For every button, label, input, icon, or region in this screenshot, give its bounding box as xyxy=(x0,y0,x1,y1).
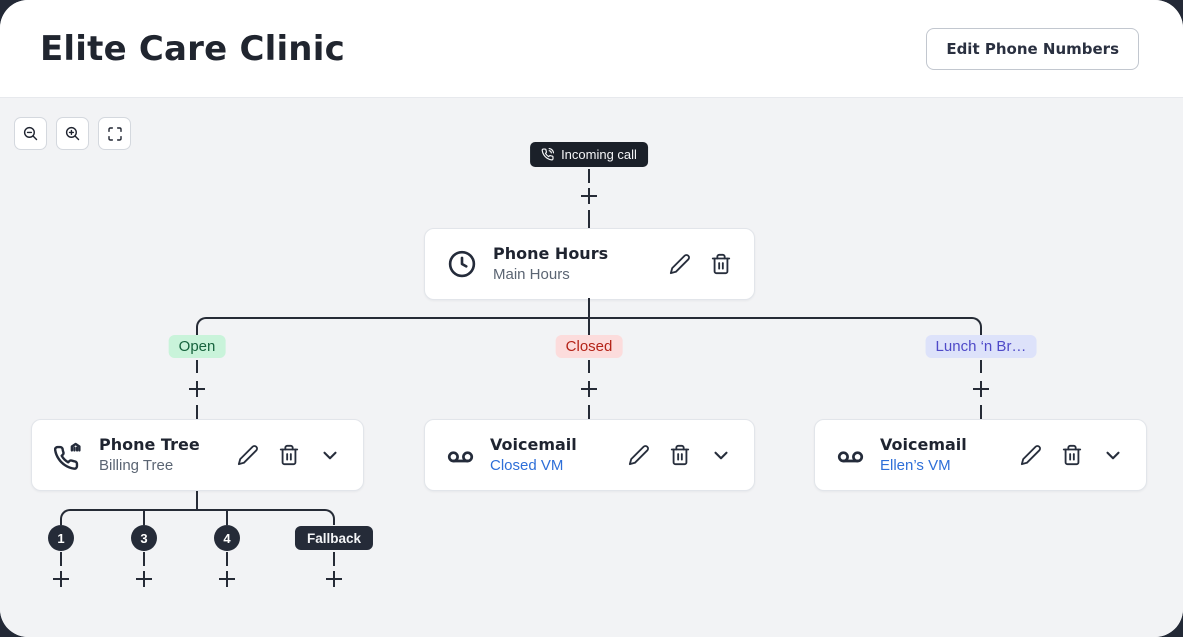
node-title: Phone Tree xyxy=(99,434,200,454)
zoom-out-icon xyxy=(22,125,39,142)
tree-option-1[interactable]: 1 xyxy=(48,525,74,551)
trash-icon[interactable] xyxy=(1061,444,1083,466)
add-node-button[interactable] xyxy=(579,186,599,206)
phone-call-icon xyxy=(541,148,555,161)
voicemail-icon xyxy=(837,442,864,469)
edit-pencil-icon[interactable] xyxy=(237,444,259,466)
connector-line xyxy=(143,511,145,525)
add-node-button[interactable] xyxy=(187,379,207,399)
connector-line xyxy=(588,360,590,373)
voicemail-icon xyxy=(447,442,474,469)
node-subtitle: Closed VM xyxy=(490,456,564,474)
connector-line xyxy=(196,491,198,509)
tree-option-fallback[interactable]: Fallback xyxy=(294,526,374,550)
connector-line xyxy=(588,298,590,317)
add-node-button[interactable] xyxy=(971,379,991,399)
phone-tree-node[interactable]: Phone Tree Billing Tree xyxy=(31,419,364,491)
trash-icon[interactable] xyxy=(710,253,732,275)
voicemail-ellen-node[interactable]: Voicemail Ellen’s VM xyxy=(814,419,1147,491)
page-header: Elite Care Clinic Edit Phone Numbers xyxy=(0,0,1183,98)
edit-pencil-icon[interactable] xyxy=(669,253,691,275)
tree-option-4[interactable]: 4 xyxy=(214,525,240,551)
voicemail-closed-node[interactable]: Voicemail Closed VM xyxy=(424,419,755,491)
connector-line xyxy=(980,405,982,419)
node-subtitle: Ellen’s VM xyxy=(880,456,951,474)
connector-line xyxy=(588,405,590,419)
branch-badge-closed: Closed xyxy=(555,335,623,358)
add-node-button[interactable] xyxy=(51,569,71,589)
connector-line xyxy=(333,552,335,566)
connector-line xyxy=(196,405,198,419)
fit-view-icon xyxy=(107,126,123,142)
incoming-call-node[interactable]: Incoming call xyxy=(530,142,648,167)
node-subtitle: Billing Tree xyxy=(99,456,174,474)
connector-line xyxy=(588,169,590,183)
tree-option-3[interactable]: 3 xyxy=(131,525,157,551)
branch-badge-lunch: Lunch ‘n Br… xyxy=(925,335,1037,358)
node-subtitle: Main Hours xyxy=(493,265,570,283)
trash-icon[interactable] xyxy=(669,444,691,466)
connector-line xyxy=(226,511,228,525)
add-node-button[interactable] xyxy=(134,569,154,589)
branch-connector xyxy=(196,317,982,337)
node-title: Voicemail xyxy=(880,434,967,454)
page-title: Elite Care Clinic xyxy=(40,28,345,69)
chevron-down-icon[interactable] xyxy=(710,444,732,466)
node-title: Voicemail xyxy=(490,434,577,454)
connector-line xyxy=(980,360,982,373)
connector-line xyxy=(588,319,590,339)
add-node-button[interactable] xyxy=(579,379,599,399)
connector-line xyxy=(588,210,590,228)
add-node-button[interactable] xyxy=(324,569,344,589)
chevron-down-icon[interactable] xyxy=(1102,444,1124,466)
edit-pencil-icon[interactable] xyxy=(1020,444,1042,466)
flow-canvas[interactable]: Incoming call Phone Hours Main Hours xyxy=(0,99,1183,637)
canvas-toolbar xyxy=(14,117,131,150)
edit-pencil-icon[interactable] xyxy=(628,444,650,466)
incoming-call-label: Incoming call xyxy=(561,147,637,162)
zoom-in-icon xyxy=(64,125,81,142)
fit-view-button[interactable] xyxy=(98,117,131,150)
branch-badge-open: Open xyxy=(168,335,226,358)
zoom-out-button[interactable] xyxy=(14,117,47,150)
connector-line xyxy=(196,360,198,373)
connector-line xyxy=(143,552,145,566)
node-title: Phone Hours xyxy=(493,243,609,263)
trash-icon[interactable] xyxy=(278,444,300,466)
add-node-button[interactable] xyxy=(217,569,237,589)
phone-tree-icon xyxy=(54,441,83,470)
chevron-down-icon[interactable] xyxy=(319,444,341,466)
tree-branch-connector xyxy=(60,509,335,525)
clock-icon xyxy=(447,249,477,279)
zoom-in-button[interactable] xyxy=(56,117,89,150)
edit-phone-numbers-button[interactable]: Edit Phone Numbers xyxy=(926,27,1139,70)
connector-line xyxy=(226,552,228,566)
phone-hours-node[interactable]: Phone Hours Main Hours xyxy=(424,228,755,300)
connector-line xyxy=(60,552,62,566)
